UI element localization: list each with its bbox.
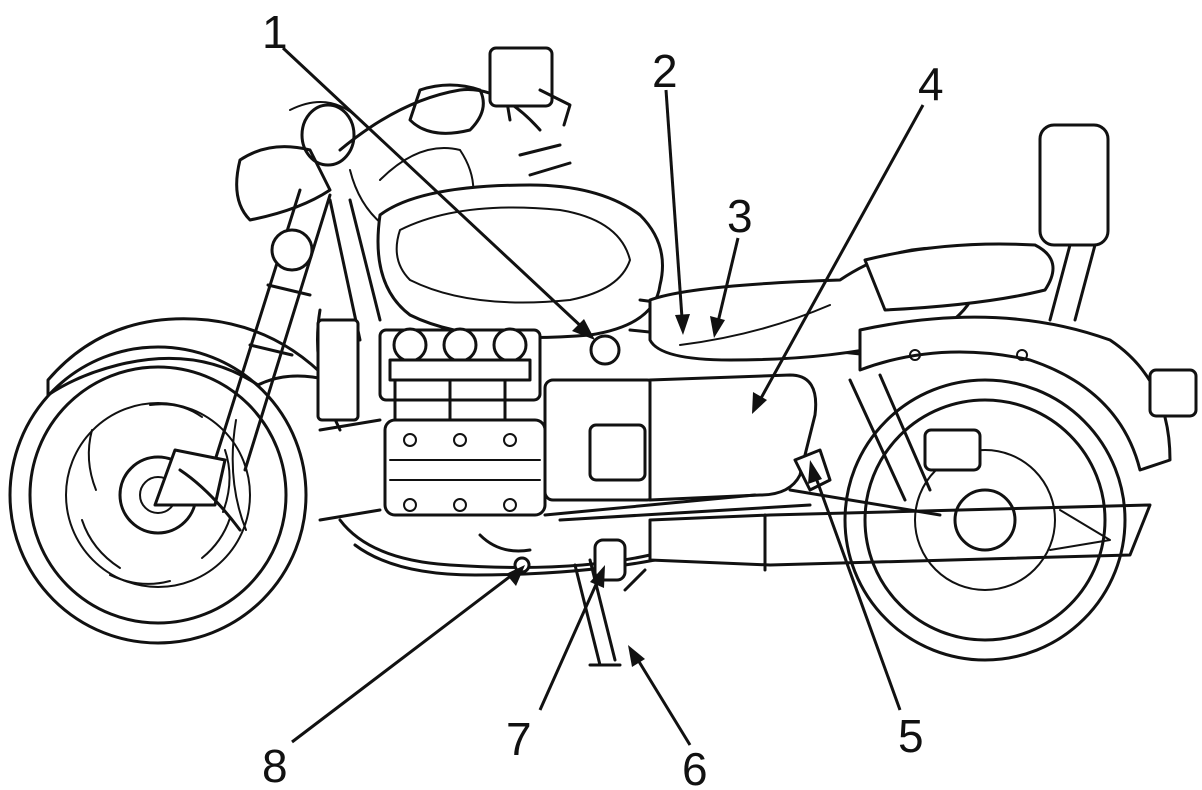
lower-frame	[543, 493, 812, 522]
arrowhead-6	[628, 645, 645, 667]
arrowhead-1	[572, 319, 595, 340]
leader-line-8	[291, 573, 513, 744]
fuel-tank	[376, 183, 664, 339]
arrowhead-7	[590, 565, 605, 588]
headlight	[235, 101, 361, 272]
arrowhead-4	[752, 392, 767, 414]
callout-6: 6	[682, 743, 708, 790]
callout-8: 8	[262, 740, 288, 790]
leader-line-3	[716, 237, 740, 323]
callout-4: 4	[918, 58, 944, 110]
callout-labels: 1 2 3 4 5 6 7 8	[262, 6, 944, 790]
exhaust	[338, 503, 1152, 577]
leader-line-7	[538, 579, 600, 711]
leader-lines	[281, 46, 925, 746]
arrowhead-2	[675, 314, 690, 335]
callout-2: 2	[652, 45, 678, 97]
rear-wheel	[843, 378, 1127, 662]
backrest	[1038, 123, 1110, 322]
arrowhead-8	[506, 565, 525, 586]
rear-fender	[858, 315, 1198, 472]
side-stand	[573, 558, 647, 667]
leader-line-6	[636, 659, 692, 746]
rear-shock	[848, 373, 982, 502]
side-cover	[648, 373, 818, 502]
leader-line-2	[664, 89, 684, 319]
arrowhead-3	[710, 316, 725, 338]
front-fender	[46, 317, 330, 397]
leader-line-1	[281, 46, 587, 332]
callout-5: 5	[898, 710, 924, 762]
arrowhead-5	[808, 460, 822, 484]
callout-1: 1	[262, 6, 288, 58]
callout-3: 3	[727, 190, 753, 242]
leader-line-4	[758, 104, 925, 401]
leader-line-5	[813, 474, 902, 711]
callout-7: 7	[506, 713, 532, 765]
engine	[316, 318, 657, 522]
